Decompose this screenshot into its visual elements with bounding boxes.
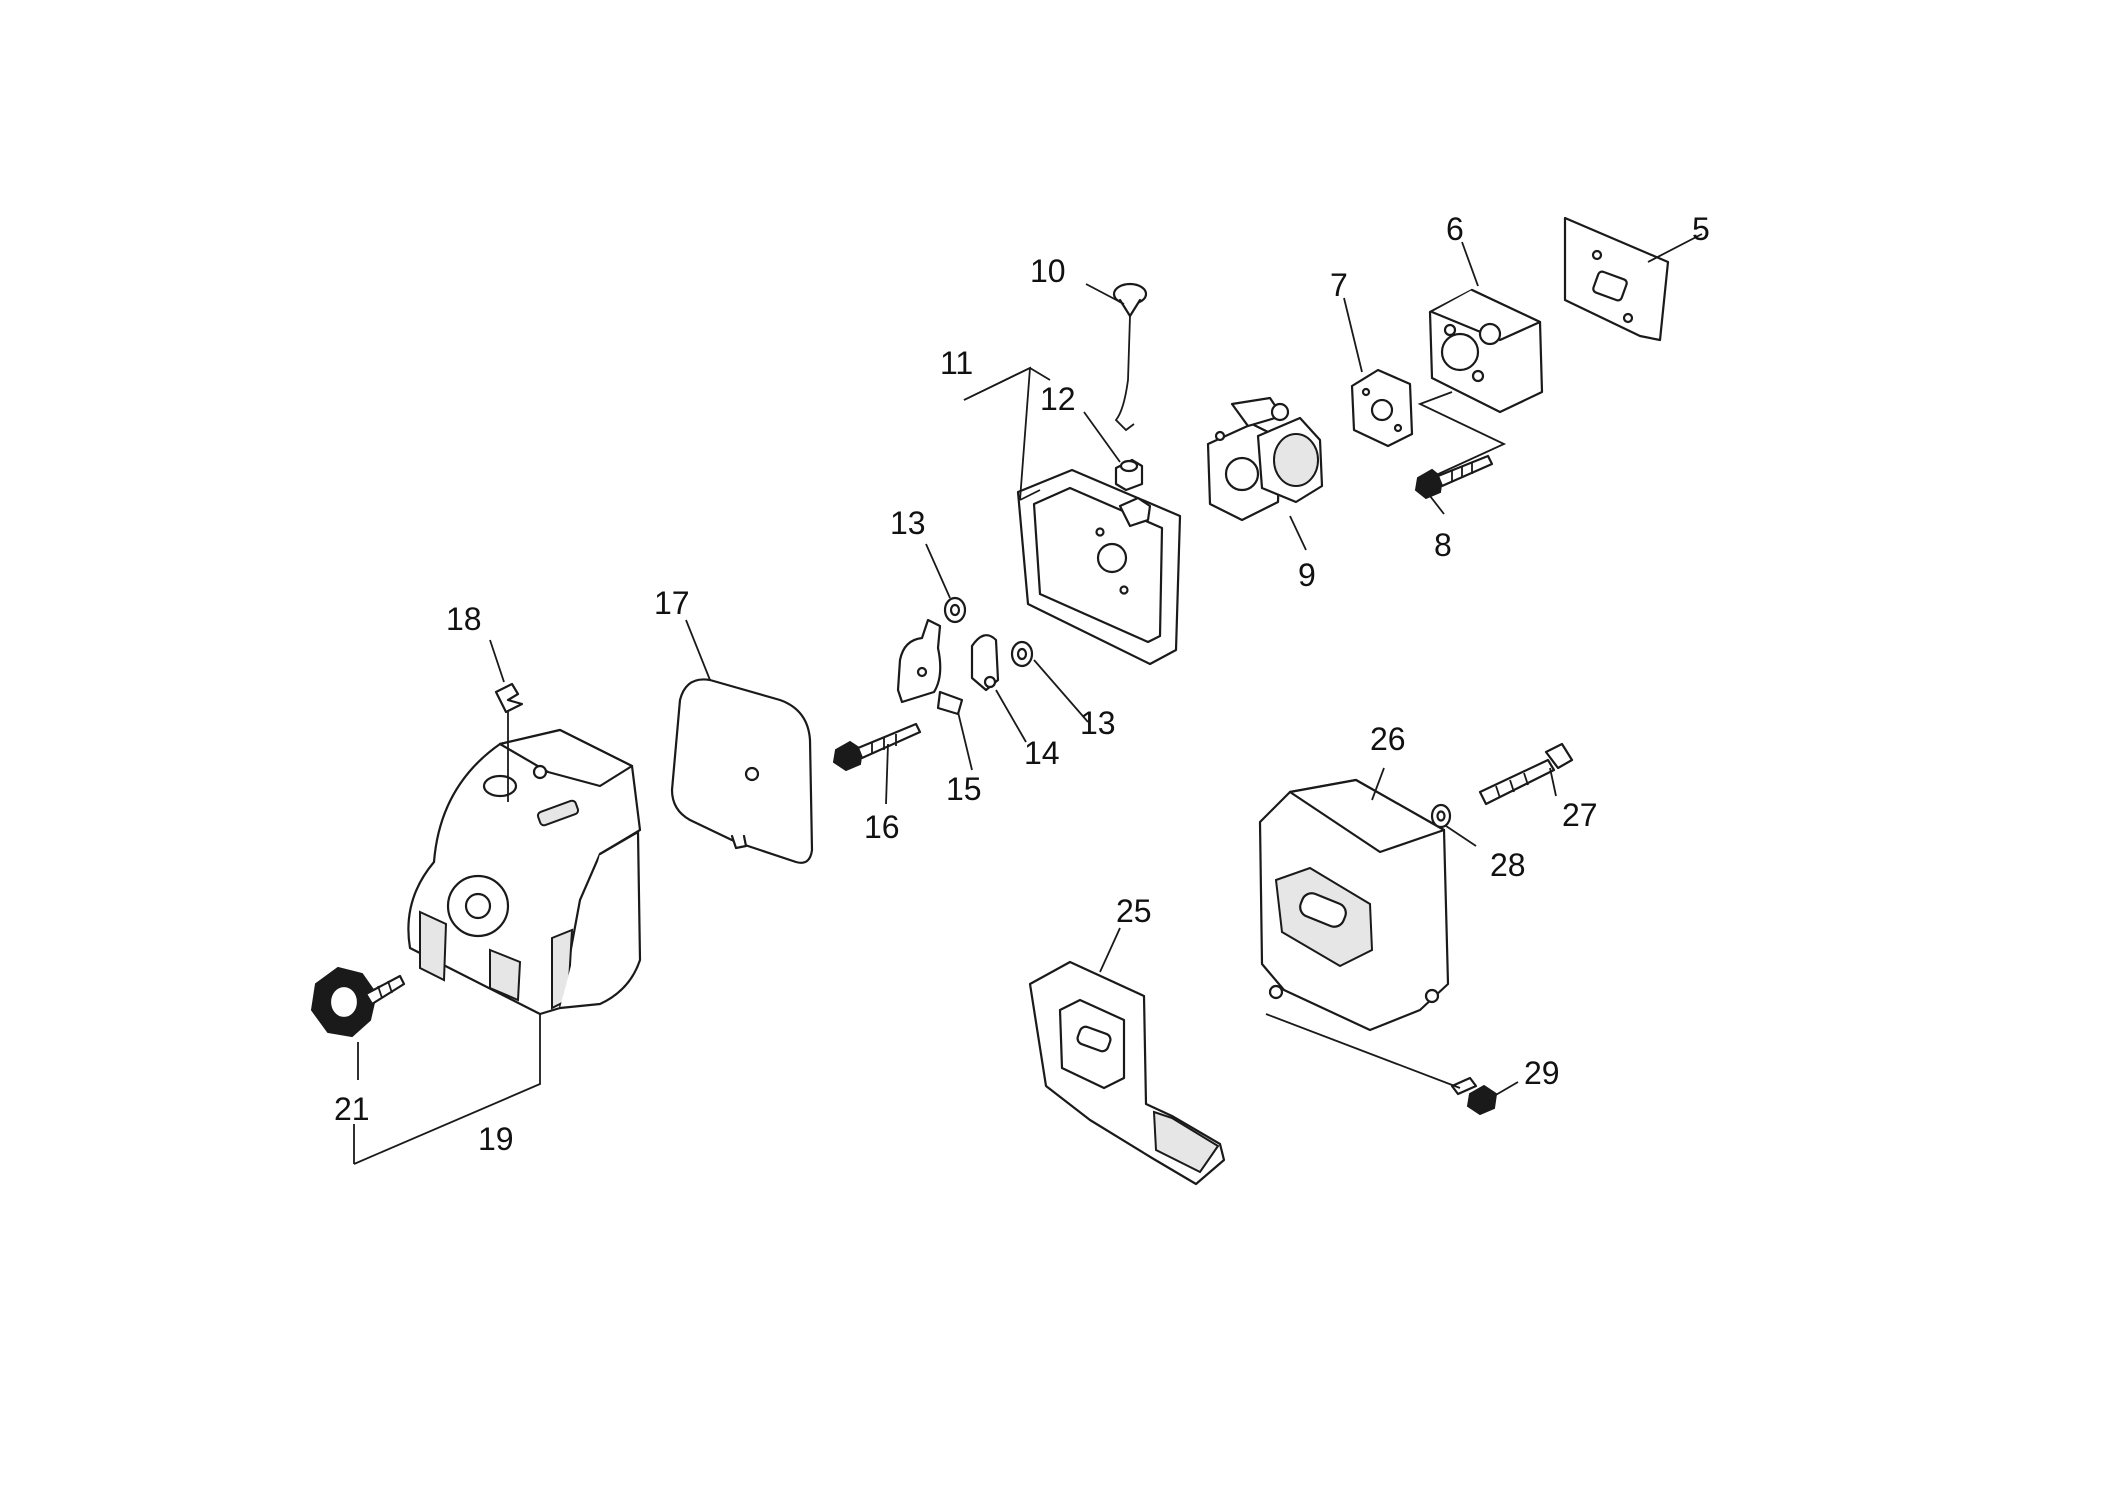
callout-29: 29 [1524,1055,1560,1091]
part-5-gasket [1563,216,1670,342]
callout-7: 7 [1330,267,1348,303]
part-13-washer-lower [1010,640,1034,668]
callout-25: 25 [1116,893,1152,929]
callout-8: 8 [1434,527,1452,563]
part-14-choke-plate [970,634,1000,692]
callout-15: 15 [946,771,982,807]
callout-21: 21 [334,1091,370,1127]
part-17-air-filter [670,678,814,864]
callout-14: 14 [1024,735,1060,771]
part-10-choke-rod [1112,282,1148,432]
part-6-adapter-block [1428,288,1544,414]
callout-10: 10 [1030,253,1066,289]
part-28-washer [1430,803,1452,829]
part-26-muffler [1258,778,1450,1032]
callout-18: 18 [446,601,482,637]
part-25-heat-shield [1028,960,1226,1186]
callout-5: 5 [1692,211,1710,247]
part-21-knob [310,966,406,1038]
part-29-bolt [1450,1076,1498,1116]
part-15-bracket [896,618,964,716]
callout-17: 17 [654,585,690,621]
part-18-label [494,682,524,714]
part-11-air-cleaner-case [1016,468,1182,666]
part-9-carburetor [1206,396,1324,522]
callout-6: 6 [1446,211,1464,247]
callout-27: 27 [1562,797,1598,833]
part-7-gasket [1350,368,1414,448]
callout-13-upper: 13 [890,505,926,541]
part-19-air-cleaner-cover [407,728,642,1016]
leader-lines [353,233,1703,1165]
part-27-bolt [1478,742,1574,806]
callout-19: 19 [478,1121,514,1157]
part-16-screw [832,722,922,772]
callout-11: 11 [940,345,973,381]
callouts: 5 6 7 8 9 10 11 12 13 13 14 15 16 17 18 … [334,211,1710,1157]
callout-28: 28 [1490,847,1526,883]
part-12-grommet [1114,458,1144,492]
callout-12: 12 [1040,381,1076,417]
part-13-washer-upper [943,596,967,624]
callout-9: 9 [1298,557,1316,593]
callout-13-lower: 13 [1080,705,1116,741]
part-8-bolt [1414,454,1494,500]
callout-16: 16 [864,809,900,845]
callout-26: 26 [1370,721,1406,757]
